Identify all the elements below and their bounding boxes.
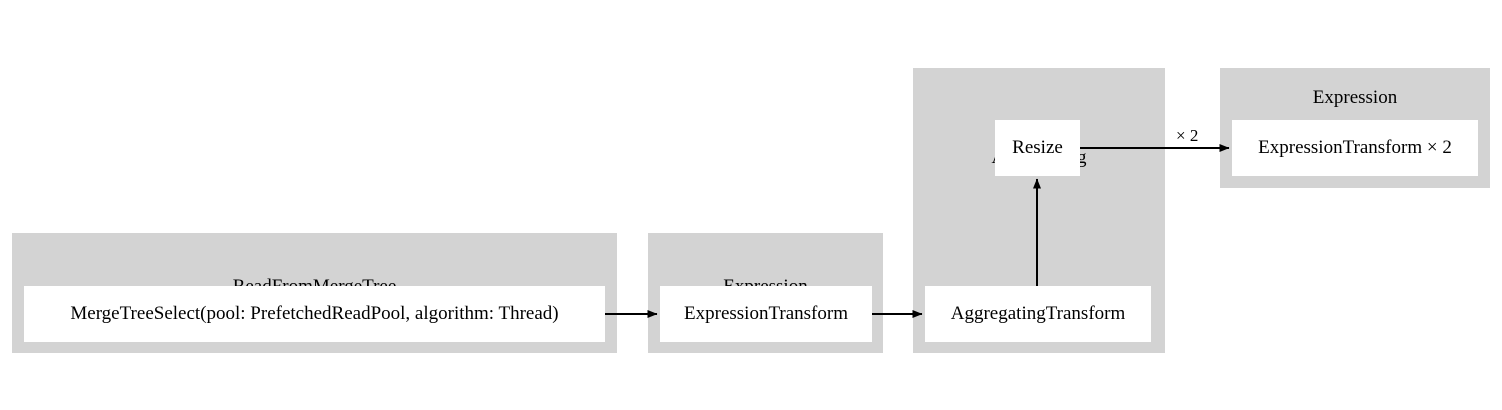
- edge-label-times-2: × 2: [1176, 126, 1199, 145]
- cluster-title-expression-2: Expression: [1312, 87, 1398, 108]
- node-resize[interactable]: Resize: [995, 120, 1080, 176]
- node-expression-transform-1[interactable]: ExpressionTransform: [660, 286, 872, 342]
- node-expression-transform-2[interactable]: ExpressionTransform × 2: [1232, 120, 1478, 176]
- node-merge-tree-select[interactable]: MergeTreeSelect(pool: PrefetchedReadPool…: [24, 286, 605, 342]
- node-aggregating-transform[interactable]: AggregatingTransform: [925, 286, 1151, 342]
